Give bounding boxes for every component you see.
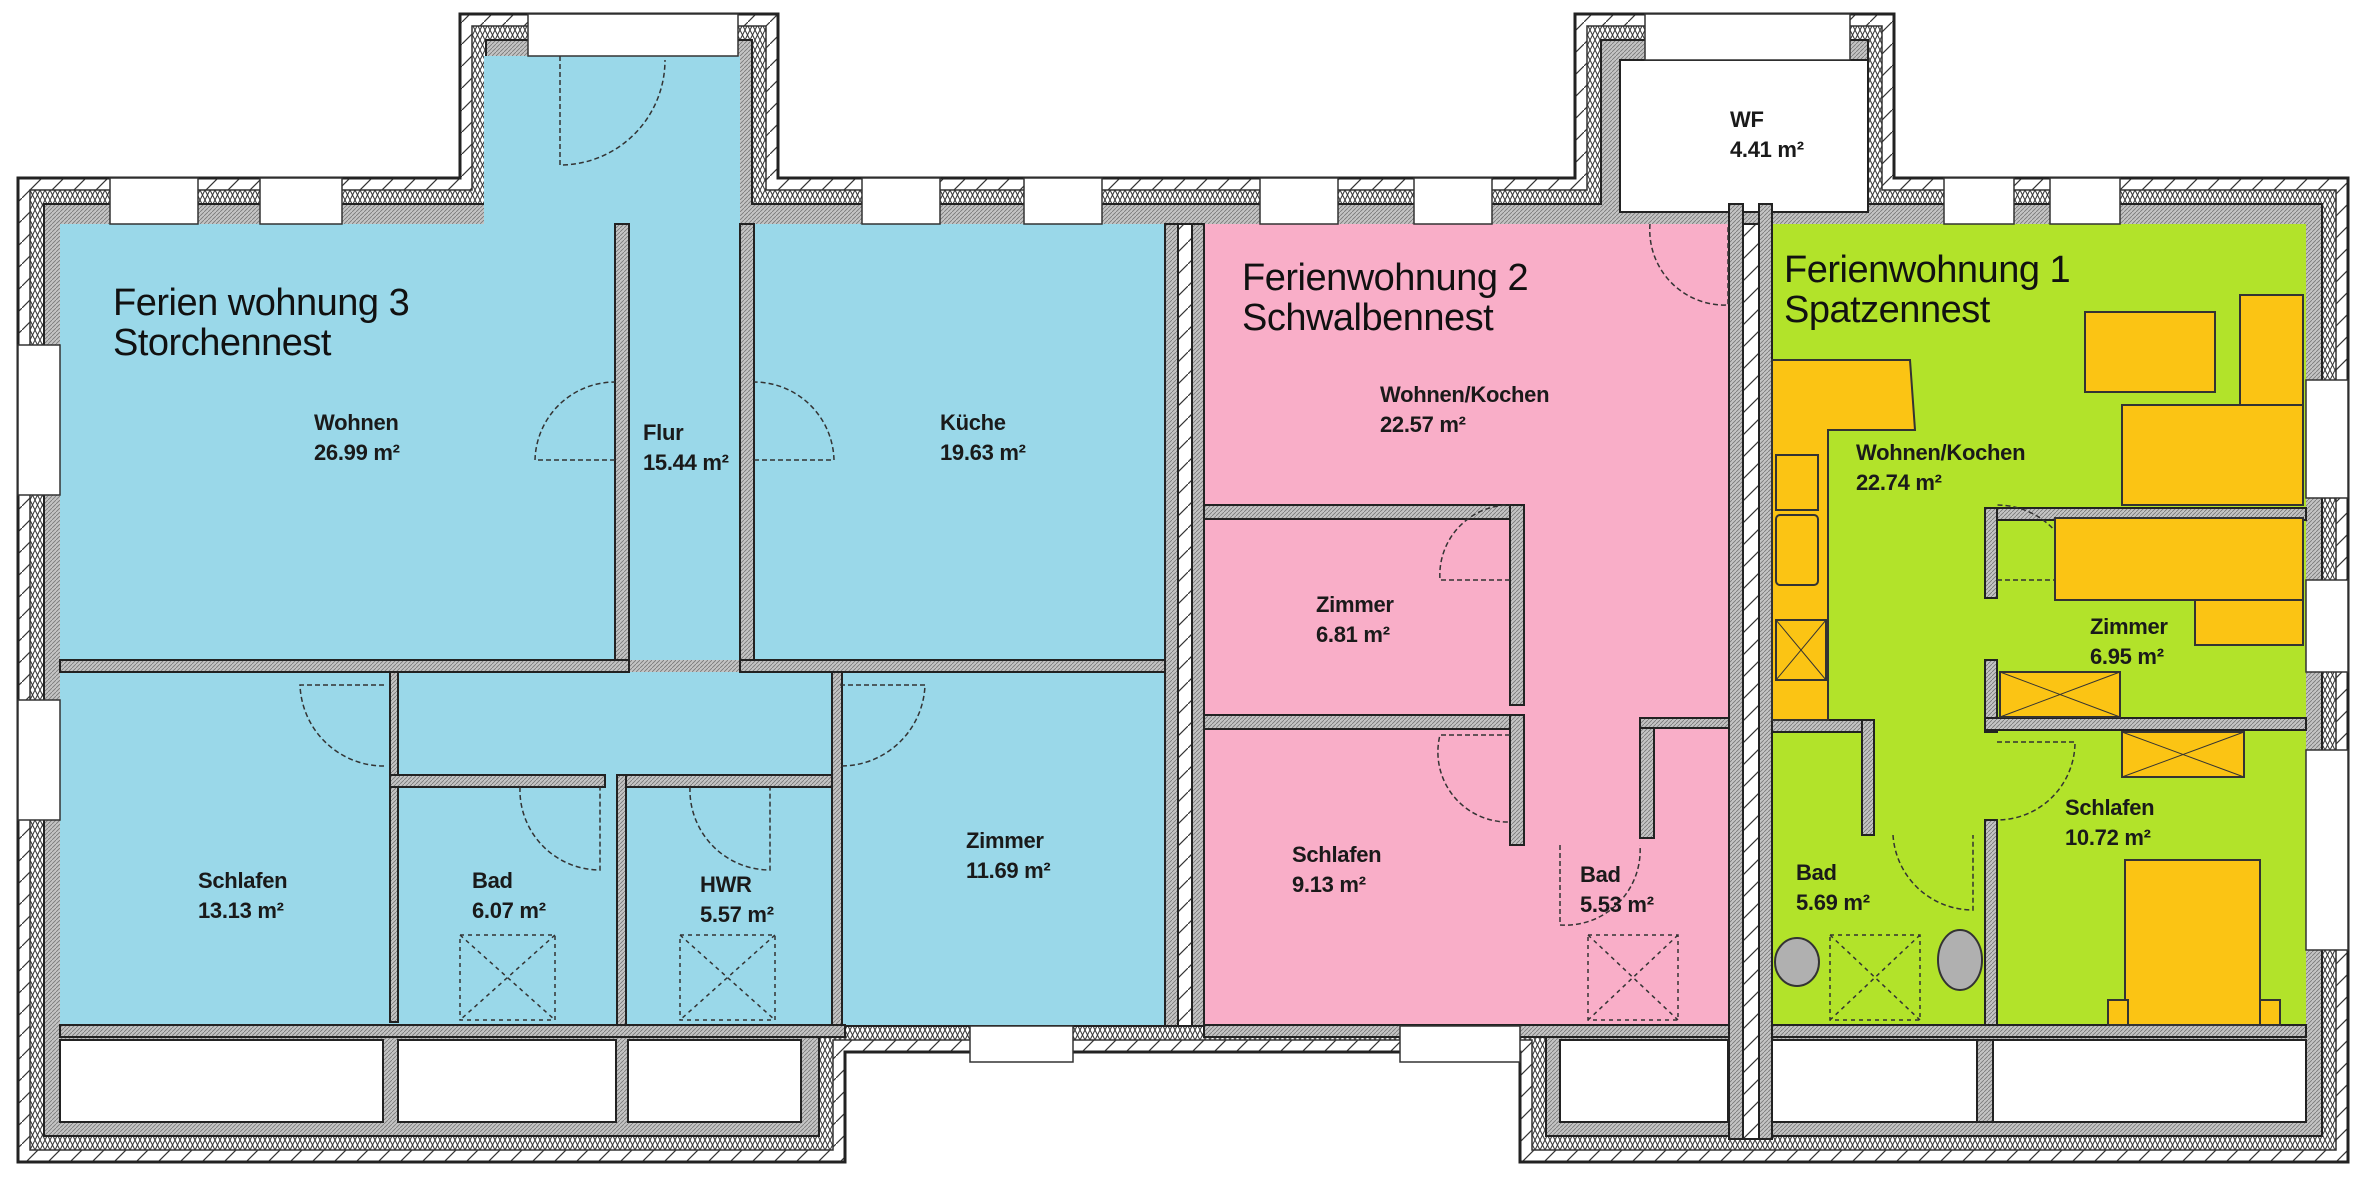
room-label-hwr-3: HWR 5.57 m²: [700, 872, 774, 927]
sofa: [2121, 404, 2304, 506]
unit1-title-line1: Ferienwohnung 1: [1784, 249, 2071, 291]
armchair: [2239, 294, 2304, 406]
unit1-title: Ferienwohnung 1 Spatzennest: [1784, 249, 2071, 331]
toilet-icon: [1774, 937, 1820, 987]
room-label-flur-3: Flur 15.44 m²: [643, 420, 729, 475]
sink-icon: [1937, 929, 1983, 991]
room-label-zimmer-3: Zimmer 11.69 m²: [966, 828, 1051, 883]
unit2-title-line2: Schwalbennest: [1242, 297, 1494, 339]
room-label-wohnen-kochen-1: Wohnen/Kochen 22.74 m²: [1856, 440, 2026, 495]
room-label-zimmer-1: Zimmer 6.95 m²: [2090, 614, 2168, 669]
door-swings: [299, 56, 2076, 926]
unit2-title-line1: Ferienwohnung 2: [1242, 257, 1529, 299]
unit2-floor: [1204, 224, 1729, 1025]
room-label-bad-1: Bad 5.69 m²: [1796, 860, 1870, 915]
stove-icon: [1775, 454, 1819, 511]
unit1-title-line2: Spatzennest: [1784, 289, 1990, 331]
room-label-schlafen-3: Schlafen 13.13 m²: [198, 868, 288, 923]
wf-room: [1619, 59, 1869, 213]
furniture: [1771, 294, 2304, 1026]
shower-trays: [459, 934, 1921, 1021]
unit3-title: Ferien wohnung 3 Storchennest: [113, 282, 410, 364]
bottom-storage: [59, 1039, 2307, 1123]
bath-fixtures: [1774, 929, 1983, 991]
room-label-schlafen-2: Schlafen 9.13 m²: [1292, 842, 1382, 897]
unit3-floor: [60, 56, 1165, 1025]
room-label-kueche-3: Küche 19.63 m²: [940, 410, 1026, 465]
windows: [17, 13, 2349, 1063]
room-label-zimmer-2: Zimmer 6.81 m²: [1316, 592, 1394, 647]
coffee-table: [2084, 311, 2216, 393]
room-label-bad-3: Bad 6.07 m²: [472, 868, 546, 923]
interior-walls: [59, 203, 2307, 1140]
room-label-wohnen-kochen-2: Wohnen/Kochen 22.57 m²: [1380, 382, 1550, 437]
double-bed: [2124, 859, 2261, 1026]
room-label-bad-2: Bad 5.53 m²: [1580, 862, 1654, 917]
room-label-schlafen-1: Schlafen 10.72 m²: [2065, 795, 2155, 850]
unit3-title-line1: Ferien wohnung 3: [113, 282, 410, 324]
room-label-wohnen-3: Wohnen 26.99 m²: [314, 410, 400, 465]
unit3-title-line2: Storchennest: [113, 322, 331, 364]
kitchen-sink-icon: [1775, 514, 1819, 586]
room-label-wf: WF 4.41 m²: [1730, 107, 1804, 162]
single-bed: [2054, 517, 2304, 601]
unit2-title: Ferienwohnung 2 Schwalbennest: [1242, 257, 1529, 339]
